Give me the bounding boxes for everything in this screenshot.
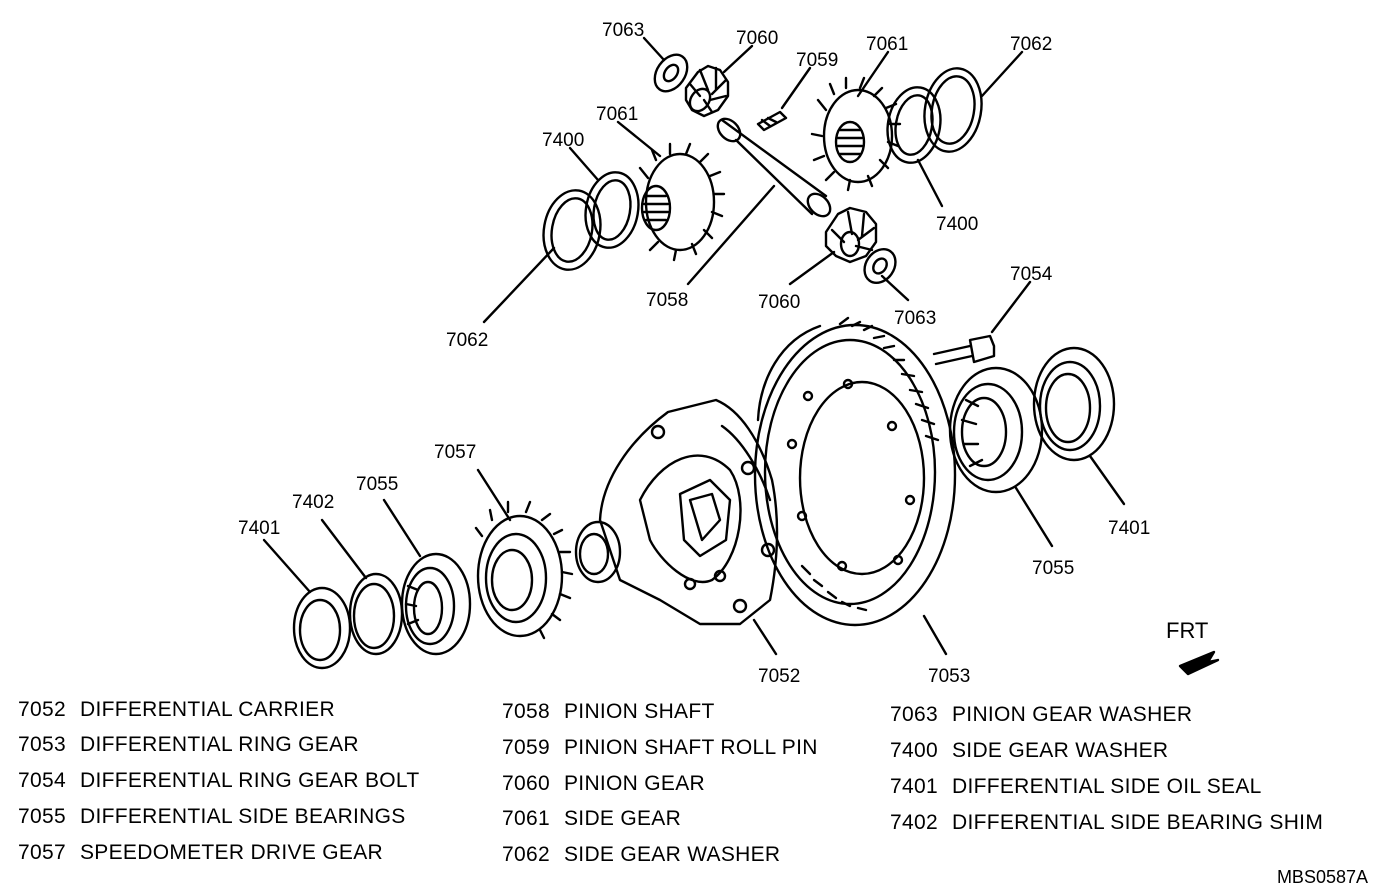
figure-code: MBS0587A <box>1276 867 1368 887</box>
part-number: 7400 <box>890 739 938 762</box>
pinion-gear-bottom <box>824 206 878 264</box>
legend-item: 7058 PINION SHAFT <box>502 700 715 724</box>
part-name: PINION SHAFT <box>564 700 715 723</box>
callout-7060-bottom: 7060 <box>758 292 800 313</box>
part-number: 7052 <box>18 698 66 721</box>
side-gear-right <box>810 76 902 192</box>
callout-7063-bottom: 7063 <box>894 308 936 329</box>
callout-7058: 7058 <box>646 290 688 311</box>
part-name: SPEEDOMETER DRIVE GEAR <box>80 841 383 864</box>
callout-7400-right: 7400 <box>936 214 978 235</box>
part-number: 7401 <box>890 775 938 798</box>
legend-item: 7055 DIFFERENTIAL SIDE BEARINGS <box>18 805 406 829</box>
part-number: 7055 <box>18 805 66 828</box>
callout-7062-right: 7062 <box>1010 34 1052 55</box>
legend-item: 7401 DIFFERENTIAL SIDE OIL SEAL <box>890 775 1262 799</box>
differential-ring-gear-bolt <box>932 334 996 366</box>
callout-7059: 7059 <box>796 50 838 71</box>
part-name: SIDE GEAR <box>564 807 682 830</box>
speedometer-drive-gear <box>474 500 574 640</box>
callout-7055-right: 7055 <box>1032 558 1074 579</box>
differential-side-bearing-shim <box>348 572 404 656</box>
part-name: DIFFERENTIAL CARRIER <box>80 698 335 721</box>
differential-side-bearing-left <box>400 552 472 656</box>
callout-labels: 7063 7060 7059 7061 7062 7061 7400 7400 … <box>238 20 1208 687</box>
differential-carrier <box>574 398 779 626</box>
part-number: 7054 <box>18 769 66 792</box>
side-gear-washer-shim-left <box>542 189 602 271</box>
differential-side-bearing-right <box>948 366 1044 494</box>
callout-7054: 7054 <box>1010 264 1053 285</box>
callout-7060-top: 7060 <box>736 28 778 49</box>
part-number: 7060 <box>502 772 550 795</box>
part-number: 7063 <box>890 703 938 726</box>
part-name: SIDE GEAR WASHER <box>564 843 781 866</box>
part-name: DIFFERENTIAL RING GEAR BOLT <box>80 769 420 792</box>
side-gear-left <box>638 142 726 262</box>
part-number: 7057 <box>18 841 66 864</box>
pinion-shaft-roll-pin <box>756 110 788 132</box>
legend-item: 7059 PINION SHAFT ROLL PIN <box>502 736 818 760</box>
callout-7401-left: 7401 <box>238 518 280 539</box>
callout-7400-left: 7400 <box>542 130 584 151</box>
part-name: SIDE GEAR WASHER <box>952 739 1169 762</box>
part-number: 7061 <box>502 807 550 830</box>
legend-item: 7054 DIFFERENTIAL RING GEAR BOLT <box>18 769 419 793</box>
pinion-gear-top <box>684 64 730 118</box>
part-name: PINION SHAFT ROLL PIN <box>564 736 818 759</box>
part-number: 7058 <box>502 700 550 723</box>
part-name: PINION GEAR <box>564 772 705 795</box>
legend-item: 7062 SIDE GEAR WASHER <box>502 843 780 867</box>
callout-7062-left: 7062 <box>446 330 488 351</box>
callout-7063-top: 7063 <box>602 20 644 41</box>
part-name: DIFFERENTIAL SIDE BEARINGS <box>80 805 406 828</box>
callout-7057: 7057 <box>434 442 476 463</box>
legend-item: 7402 DIFFERENTIAL SIDE BEARING SHIM <box>890 811 1323 835</box>
part-name: DIFFERENTIAL SIDE BEARING SHIM <box>952 811 1324 834</box>
side-gear-washer-shim-right <box>923 67 983 153</box>
side-gear-washer-right <box>886 86 942 164</box>
part-number: 7402 <box>890 811 938 834</box>
legend-item: 7400 SIDE GEAR WASHER <box>890 739 1168 763</box>
differential-side-oil-seal-left <box>292 586 352 670</box>
front-arrow-icon <box>1178 650 1220 676</box>
part-number: 7053 <box>18 733 66 756</box>
legend-item: 7061 SIDE GEAR <box>502 807 681 831</box>
part-number: 7059 <box>502 736 550 759</box>
leader-lines <box>262 36 1126 656</box>
pinion-gear-washer-top <box>653 53 689 93</box>
callout-7055-left: 7055 <box>356 474 398 495</box>
pinion-shaft <box>716 117 832 218</box>
legend-item: 7063 PINION GEAR WASHER <box>890 703 1192 727</box>
callout-7402: 7402 <box>292 492 334 513</box>
differential-side-oil-seal-right <box>1032 346 1116 462</box>
part-name: PINION GEAR WASHER <box>952 703 1193 726</box>
callout-7061-right: 7061 <box>866 34 908 55</box>
part-name: DIFFERENTIAL SIDE OIL SEAL <box>952 775 1262 798</box>
front-direction-label: FRT <box>1166 618 1208 643</box>
pinion-gear-washer-bottom <box>863 248 897 284</box>
legend-item: 7060 PINION GEAR <box>502 772 705 796</box>
differential-exploded-diagram: 7063 7060 7059 7061 7062 7061 7400 7400 … <box>238 20 1220 687</box>
part-number: 7062 <box>502 843 550 866</box>
legend-item: 7057 SPEEDOMETER DRIVE GEAR <box>18 841 383 865</box>
legend-item: 7053 DIFFERENTIAL RING GEAR <box>18 733 359 757</box>
part-name: DIFFERENTIAL RING GEAR <box>80 733 359 756</box>
callout-7061-left: 7061 <box>596 104 638 125</box>
differential-ring-gear <box>753 316 957 627</box>
callout-7052: 7052 <box>758 666 800 687</box>
callout-7053: 7053 <box>928 666 970 687</box>
callout-7401-right: 7401 <box>1108 518 1150 539</box>
legend-item: 7052 DIFFERENTIAL CARRIER <box>18 698 335 722</box>
